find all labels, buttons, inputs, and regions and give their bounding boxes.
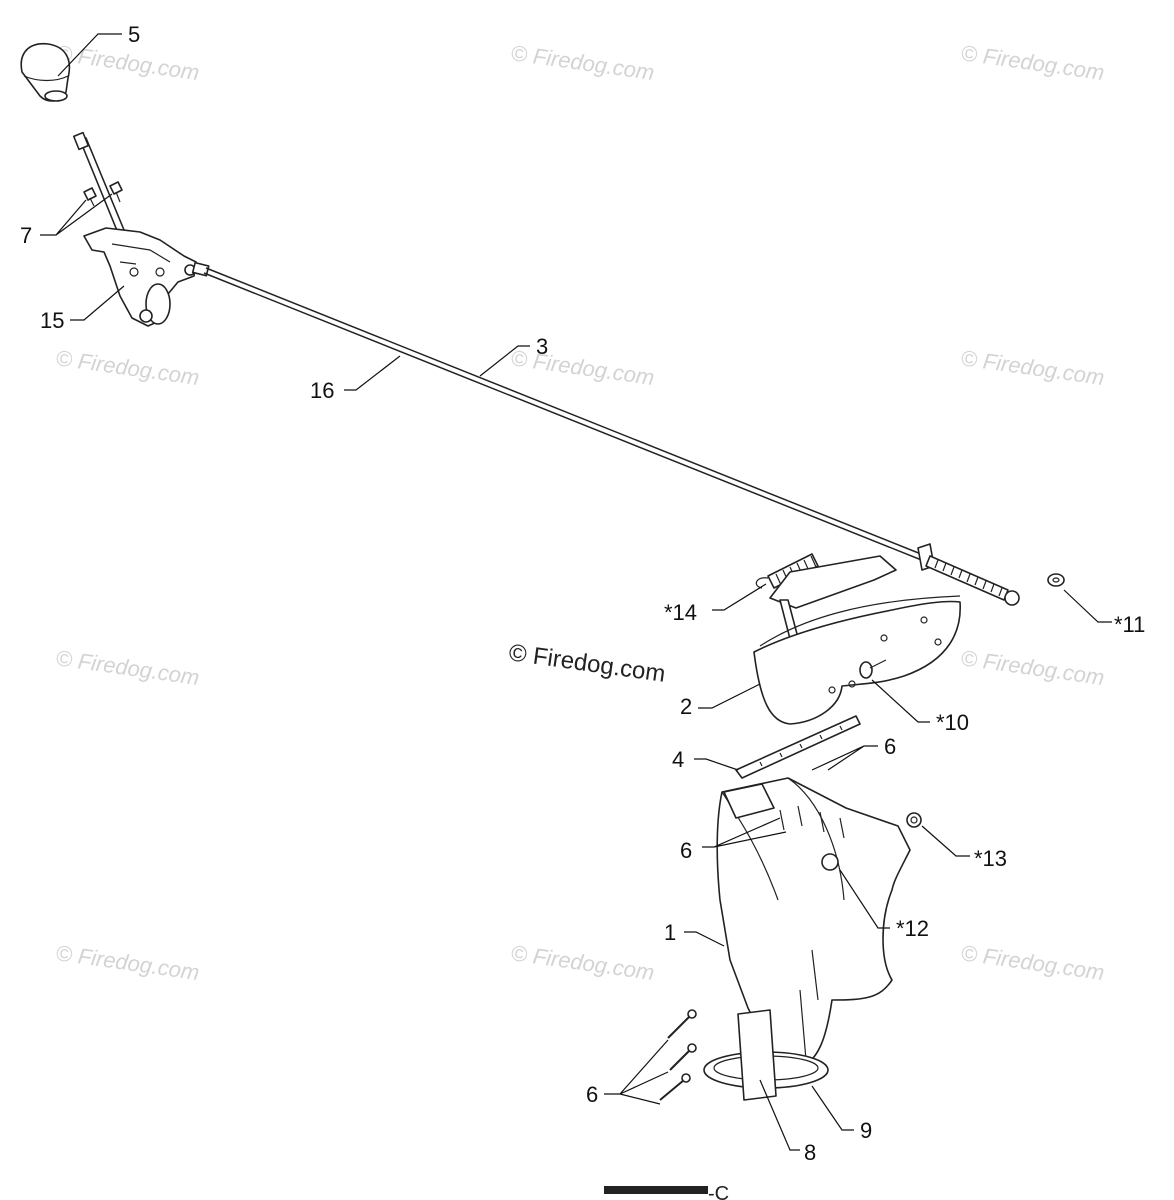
watermark: © Firedog.com [509,345,656,390]
shift-knob [20,43,71,102]
callout-8: 8 [804,1140,816,1165]
callout-13: *13 [974,846,1007,871]
leader-lines [40,33,1112,1151]
callout-15: 15 [40,308,64,333]
threaded-rod-end [917,543,1020,606]
callout-16: 16 [310,378,334,403]
seal-strip [735,715,861,779]
watermark: © Firedog.com [959,940,1106,985]
callout-2: 2 [680,694,692,719]
drawing-code: -C [604,1183,729,1200]
callout-1: 1 [664,920,676,945]
callout-6: 6 [680,838,692,863]
watermark: © Firedog.com [54,345,201,390]
watermark: © Firedog.com [959,345,1106,390]
chute-deflector [753,555,961,725]
watermarks: © Firedog.com © Firedog.com © Firedog.co… [54,40,1106,985]
watermark: © Firedog.com [54,645,201,690]
watermark: © Firedog.com [509,40,656,85]
callout-10: *10 [936,710,969,735]
callout-6: 6 [586,1082,598,1107]
callout-6: 6 [884,734,896,759]
screws [83,181,123,207]
chute-base [703,1009,829,1101]
watermark: © Firedog.com [509,940,656,985]
callout-5: 5 [128,22,140,47]
discharge-chute [716,777,911,1073]
drawing-code-suffix: -C [708,1183,729,1200]
callout-14: *14 [664,600,697,625]
nut [1047,573,1065,587]
watermark: © Firedog.com [959,40,1106,85]
callout-12: *12 [896,916,929,941]
callouts: 5 7 15 16 3 *14 *11 2 *10 4 6 6 *13 *12 … [20,22,1145,1165]
callout-7: 7 [20,223,32,248]
washer [906,812,922,828]
shift-lever-bracket [83,227,210,327]
watermark: © Firedog.com [959,645,1106,690]
bolts [659,1009,697,1101]
control-rod [203,267,927,562]
callout-4: 4 [672,747,684,772]
watermark: © Firedog.com [54,940,201,985]
callout-9: 9 [860,1118,872,1143]
callout-3: 3 [536,334,548,359]
callout-11: *11 [1114,612,1145,637]
watermark-prominent: © Firedog.com [507,639,667,688]
